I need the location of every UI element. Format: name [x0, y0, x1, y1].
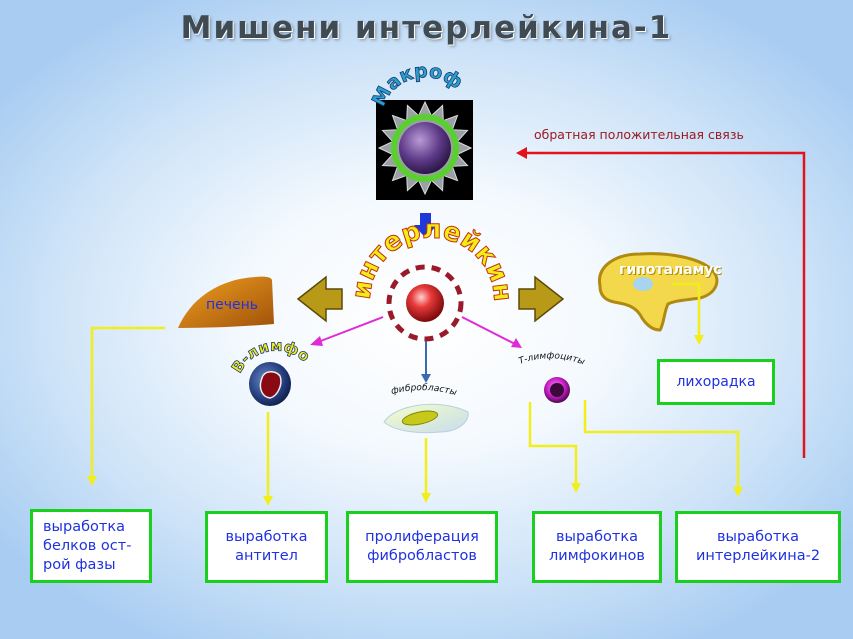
connector-t-lymphokines: [528, 402, 578, 484]
fever-box: лихорадка: [657, 359, 775, 405]
page-title: Мишени интерлейкина-1: [180, 10, 673, 46]
down-arrow-icon: [414, 213, 437, 238]
macrophage-label: Макрофаг: [0, 0, 467, 110]
macrophage-image: [376, 100, 473, 200]
arrow-to-b-lymphocytes: [310, 316, 384, 346]
fibroblasts-label: фибробласты: [390, 383, 458, 398]
t-lymphocytes-label: Т-лимфоциты: [517, 351, 586, 367]
hypothalamus-label: гипоталамус: [619, 262, 722, 278]
lymphokine-production-box: выработка лимфокинов: [532, 511, 662, 583]
connector-fibro-prolif-head: [421, 493, 431, 503]
connector-hypo-fever: [672, 282, 701, 336]
acute-phase-proteins-box: выработка белков ост- рой фазы: [30, 509, 152, 583]
connector-t-il2-head: [733, 487, 743, 497]
liver-image: [178, 276, 274, 328]
connector-liver-acute-head: [87, 476, 97, 486]
feedback-label: обратная положительная связь: [534, 127, 744, 142]
interleukin-core-icon: [386, 264, 464, 342]
fibroblast-proliferation-box: пролиферация фибробластов: [346, 511, 498, 583]
connector-t-il2: [583, 400, 740, 488]
right-arrow-icon: [518, 275, 565, 323]
arrow-to-fibroblasts: [421, 341, 431, 383]
connector-b-antibody-head: [263, 496, 273, 506]
feedback-loop-arrow: [526, 151, 806, 458]
fibroblast-image: [383, 403, 469, 434]
connector-liver-acute: [90, 326, 165, 476]
antibody-production-box: выработка антител: [205, 511, 328, 583]
left-arrow-icon: [296, 275, 343, 323]
interleukin2-production-box: выработка интерлейкина-2: [675, 511, 841, 583]
feedback-loop-arrow-head: [516, 147, 527, 159]
t-lymphocyte-image: [544, 377, 570, 403]
b-lymphocyte-image: [249, 362, 291, 406]
connector-hypo-fever-head: [694, 335, 704, 345]
hypothalamus-image: [598, 252, 719, 332]
arrow-to-t-lymphocytes: [461, 316, 522, 348]
connector-t-lymphokines-head: [571, 483, 581, 493]
liver-label: печень: [206, 297, 259, 313]
